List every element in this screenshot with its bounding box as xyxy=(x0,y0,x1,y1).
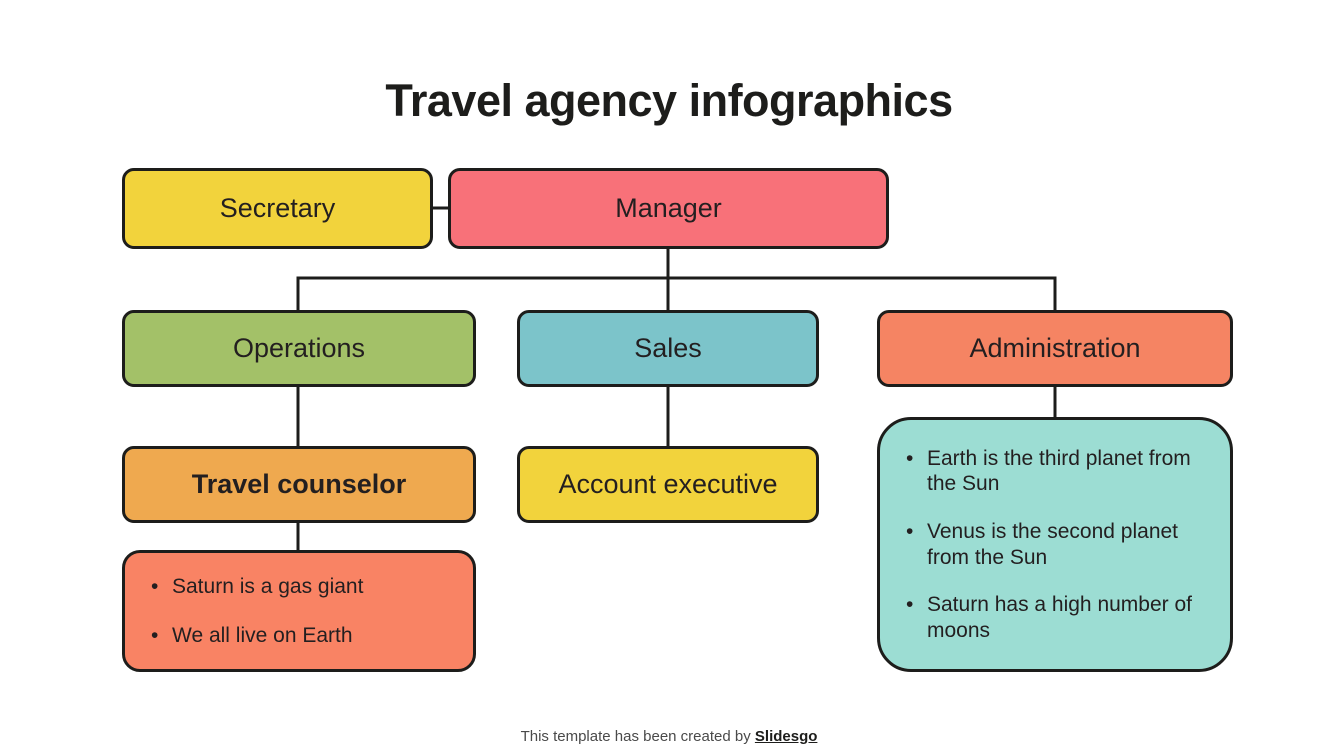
list-item: We all live on Earth xyxy=(147,623,451,649)
node-secretary[interactable]: Secretary xyxy=(122,168,433,249)
page-title: Travel agency infographics xyxy=(385,75,953,126)
list-item: Saturn has a high number of moons xyxy=(902,592,1204,643)
node-manager-label: Manager xyxy=(615,193,722,224)
slidesgo-link[interactable]: Slidesgo xyxy=(754,728,818,745)
notes-list-operations: Saturn is a gas giant We all live on Ear… xyxy=(147,574,451,648)
node-travel-counselor-label: Travel counselor xyxy=(191,469,407,500)
node-sales[interactable]: Sales xyxy=(517,310,819,387)
list-item: Earth is the third planet from the Sun xyxy=(902,446,1204,497)
node-administration-label: Administration xyxy=(969,333,1141,364)
node-account-executive[interactable]: Account executive xyxy=(517,446,819,523)
list-item: Venus is the second planet from the Sun xyxy=(902,519,1204,570)
list-item: Saturn is a gas giant xyxy=(147,574,451,600)
footer-credit-text: This template has been created by xyxy=(520,728,755,745)
footer-credit: This template has been created by Slides… xyxy=(0,728,1338,745)
node-administration[interactable]: Administration xyxy=(877,310,1233,387)
node-travel-counselor[interactable]: Travel counselor xyxy=(122,446,476,523)
node-secretary-label: Secretary xyxy=(219,193,336,224)
node-sales-label: Sales xyxy=(634,333,702,364)
node-operations[interactable]: Operations xyxy=(122,310,476,387)
node-account-executive-label: Account executive xyxy=(558,469,778,500)
notes-list-administration: Earth is the third planet from the Sun V… xyxy=(902,446,1204,644)
notes-box-administration: Earth is the third planet from the Sun V… xyxy=(877,417,1233,672)
node-operations-label: Operations xyxy=(232,333,366,364)
node-manager[interactable]: Manager xyxy=(448,168,889,249)
notes-box-operations: Saturn is a gas giant We all live on Ear… xyxy=(122,550,476,672)
